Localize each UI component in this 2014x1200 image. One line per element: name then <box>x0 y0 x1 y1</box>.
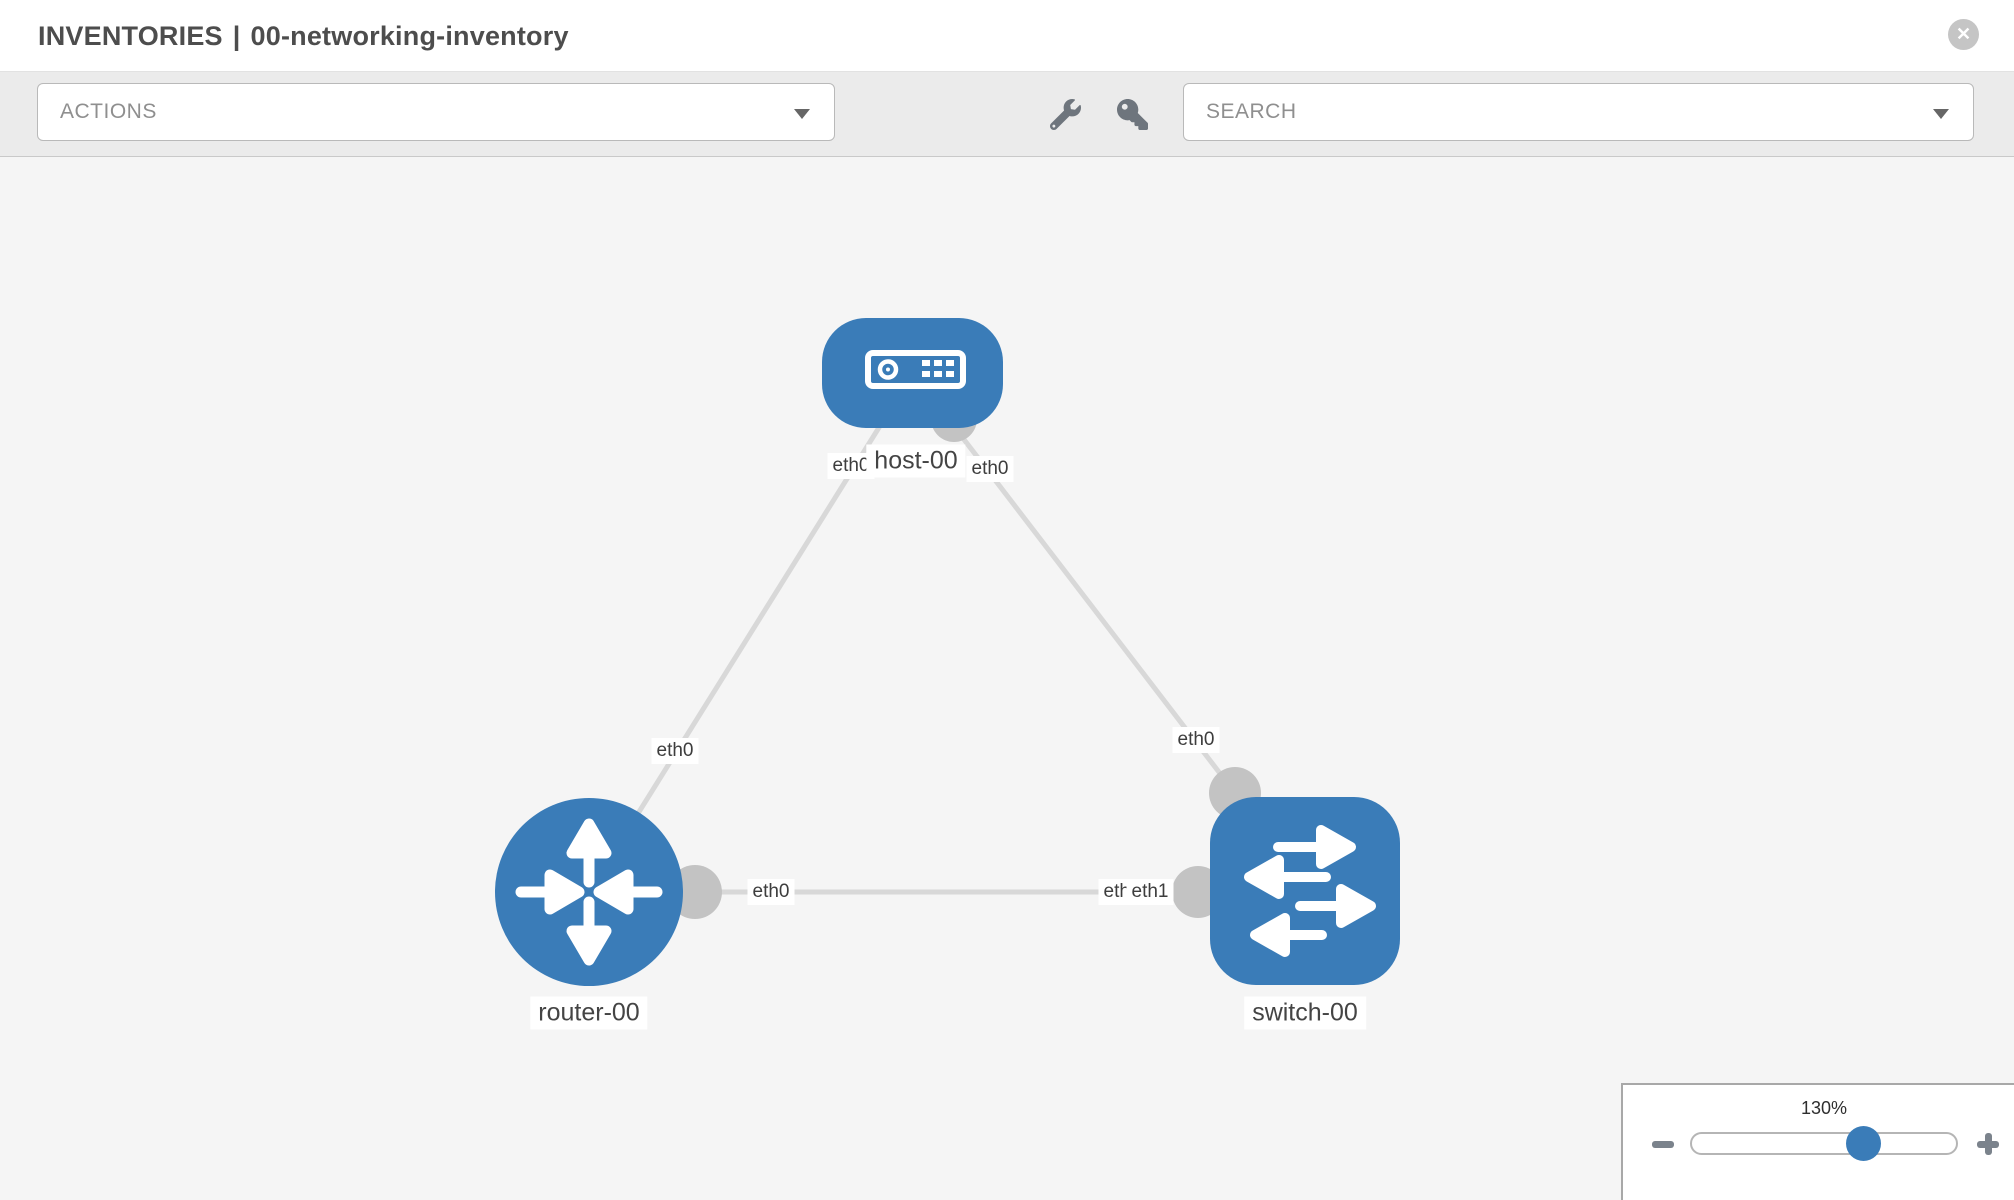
zoom-slider[interactable] <box>1690 1132 1958 1155</box>
search-dropdown-label: SEARCH <box>1206 100 1297 123</box>
actions-dropdown[interactable]: ACTIONS <box>37 83 835 141</box>
chevron-down-icon <box>1933 109 1949 119</box>
title-section: INVENTORIES <box>38 21 223 51</box>
key-icon[interactable] <box>1117 99 1148 130</box>
switch-arrows-icon <box>1244 825 1376 957</box>
interface-label: eth1 <box>1126 879 1174 905</box>
node-router-00[interactable] <box>495 798 683 986</box>
interface-label: eth0 <box>966 456 1014 482</box>
node-label-router: router-00 <box>530 996 648 1030</box>
router-arrows-icon <box>515 818 663 966</box>
search-dropdown[interactable]: SEARCH <box>1183 83 1974 141</box>
chevron-down-icon <box>794 109 810 119</box>
title-separator: | <box>232 21 241 51</box>
interface-label: eth0 <box>651 738 699 764</box>
node-switch-00[interactable] <box>1210 797 1400 985</box>
topology-svg <box>495 318 1400 986</box>
actions-dropdown-label: ACTIONS <box>60 100 157 123</box>
server-icon <box>865 350 966 389</box>
node-label-host: host-00 <box>866 444 966 478</box>
zoom-level: 130% <box>1800 1098 1848 1118</box>
toolbar: ACTIONS SEARCH <box>0 72 2014 157</box>
minus-icon <box>1652 1141 1674 1148</box>
zoom-slider-handle[interactable] <box>1846 1126 1881 1161</box>
node-label-switch: switch-00 <box>1244 996 1366 1030</box>
link-host-switch[interactable] <box>911 371 1237 795</box>
header: INVENTORIES | 00-networking-inventory ✕ <box>0 0 2014 72</box>
interface-label: eth0 <box>747 879 795 905</box>
zoom-panel: 130% <box>1621 1083 2014 1200</box>
close-icon: ✕ <box>1955 24 1972 44</box>
close-button[interactable]: ✕ <box>1948 19 1979 50</box>
node-host-00[interactable] <box>822 318 1003 428</box>
zoom-in-button[interactable] <box>1975 1131 2001 1157</box>
wrench-icon[interactable] <box>1049 99 1081 131</box>
topology-canvas[interactable]: eth0 eth0 eth0 eth0 eth0 eth0 eth1 host-… <box>0 157 2014 1200</box>
title-inventory-name: 00-networking-inventory <box>250 21 569 51</box>
interface-label: eth0 <box>1172 727 1220 753</box>
page-title: INVENTORIES | 00-networking-inventory <box>38 0 569 72</box>
zoom-out-button[interactable] <box>1650 1131 1676 1157</box>
